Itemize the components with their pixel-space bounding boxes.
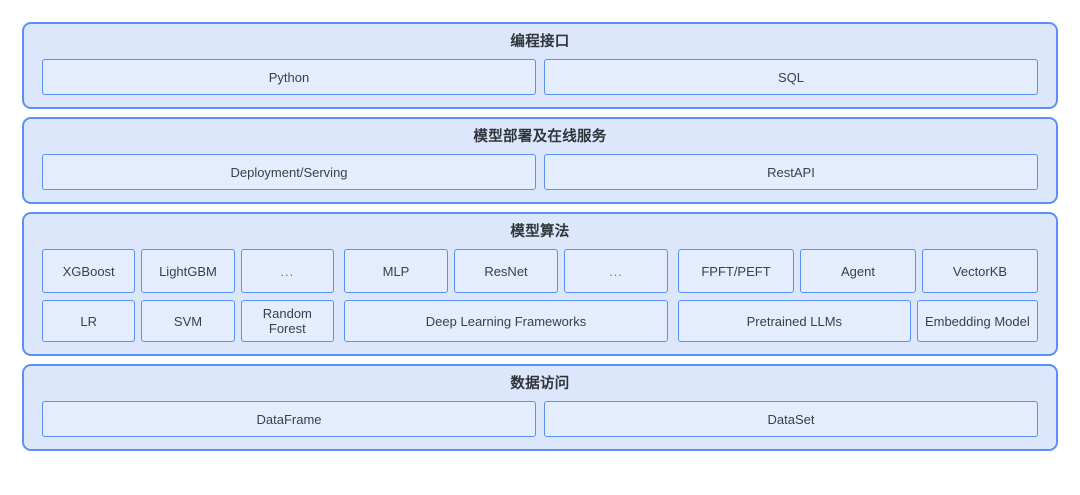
- layer-title-data-access: 数据访问: [510, 376, 570, 392]
- cell-deep-learning-more[interactable]: ...: [564, 249, 668, 293]
- cell-xgboost[interactable]: XGBoost: [42, 249, 136, 293]
- cell-mlp[interactable]: MLP: [344, 249, 448, 293]
- layer-model-algorithms: 模型算法 XGBoost LightGBM ... MLP ResNet ...…: [22, 212, 1058, 356]
- group-llm-bottom: Pretrained LLMs Embedding Model: [678, 300, 1038, 342]
- group-llm-top: FPFT/PEFT Agent VectorKB: [678, 249, 1038, 293]
- layer-title-model-deployment-serving: 模型部署及在线服务: [473, 129, 607, 145]
- cell-python[interactable]: Python: [42, 59, 536, 95]
- layer-model-deployment-serving: 模型部署及在线服务 Deployment/Serving RestAPI: [22, 117, 1058, 204]
- cell-embedding-model[interactable]: Embedding Model: [916, 300, 1038, 342]
- cell-svm[interactable]: SVM: [141, 300, 235, 342]
- cell-dataframe[interactable]: DataFrame: [42, 401, 536, 437]
- layer-data-access: 数据访问 DataFrame DataSet: [22, 364, 1058, 451]
- architecture-stack-diagram: 编程接口 Python SQL 模型部署及在线服务 Deployment/Ser…: [22, 22, 1058, 451]
- cell-vectorkb[interactable]: VectorKB: [922, 249, 1038, 293]
- row-model-algorithms-top: XGBoost LightGBM ... MLP ResNet ... FPFT…: [42, 249, 1038, 293]
- cell-fpft-peft[interactable]: FPFT/PEFT: [678, 249, 794, 293]
- cell-lightgbm[interactable]: LightGBM: [141, 249, 235, 293]
- cell-classic-ml-more[interactable]: ...: [240, 249, 334, 293]
- layer-programming-interface: 编程接口 Python SQL: [22, 22, 1058, 109]
- cell-deployment-serving[interactable]: Deployment/Serving: [42, 154, 536, 190]
- cell-deep-learning-frameworks[interactable]: Deep Learning Frameworks: [344, 300, 668, 342]
- group-classic-ml-bottom: LR SVM Random Forest: [42, 300, 334, 342]
- cell-sql[interactable]: SQL: [544, 59, 1038, 95]
- layer-title-model-algorithms: 模型算法: [510, 224, 570, 240]
- row-model-deployment-serving: Deployment/Serving RestAPI: [42, 154, 1038, 190]
- row-model-algorithms-bottom: LR SVM Random Forest Deep Learning Frame…: [42, 300, 1038, 342]
- cell-restapi[interactable]: RestAPI: [544, 154, 1038, 190]
- cell-resnet[interactable]: ResNet: [454, 249, 558, 293]
- cell-random-forest[interactable]: Random Forest: [240, 300, 334, 342]
- group-deep-learning-bottom: Deep Learning Frameworks: [344, 300, 668, 342]
- cell-agent[interactable]: Agent: [800, 249, 916, 293]
- cell-dataset[interactable]: DataSet: [544, 401, 1038, 437]
- cell-lr[interactable]: LR: [42, 300, 136, 342]
- row-data-access: DataFrame DataSet: [42, 401, 1038, 437]
- layer-title-programming-interface: 编程接口: [510, 34, 570, 50]
- row-programming-interface: Python SQL: [42, 59, 1038, 95]
- group-deep-learning-top: MLP ResNet ...: [344, 249, 668, 293]
- group-classic-ml-top: XGBoost LightGBM ...: [42, 249, 334, 293]
- cell-pretrained-llms[interactable]: Pretrained LLMs: [678, 300, 911, 342]
